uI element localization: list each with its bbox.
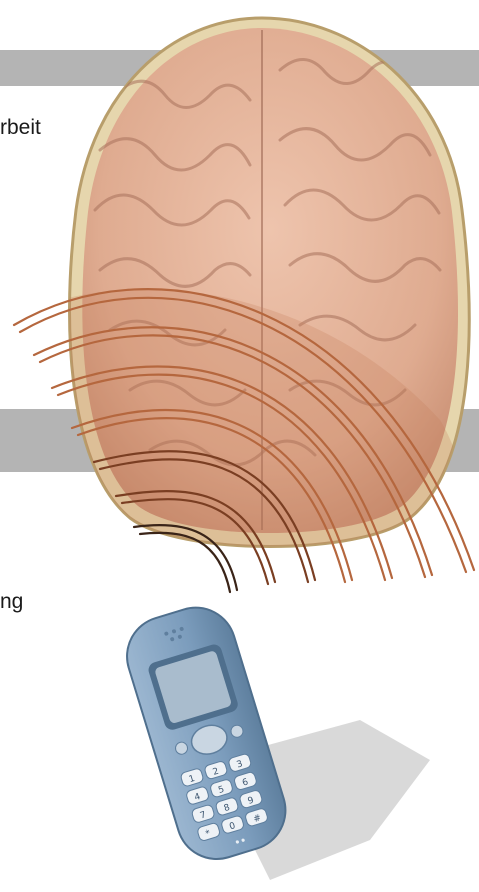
brain-illustration [60, 18, 469, 560]
mobile-phone-icon: 123456789*0# [117, 598, 295, 869]
